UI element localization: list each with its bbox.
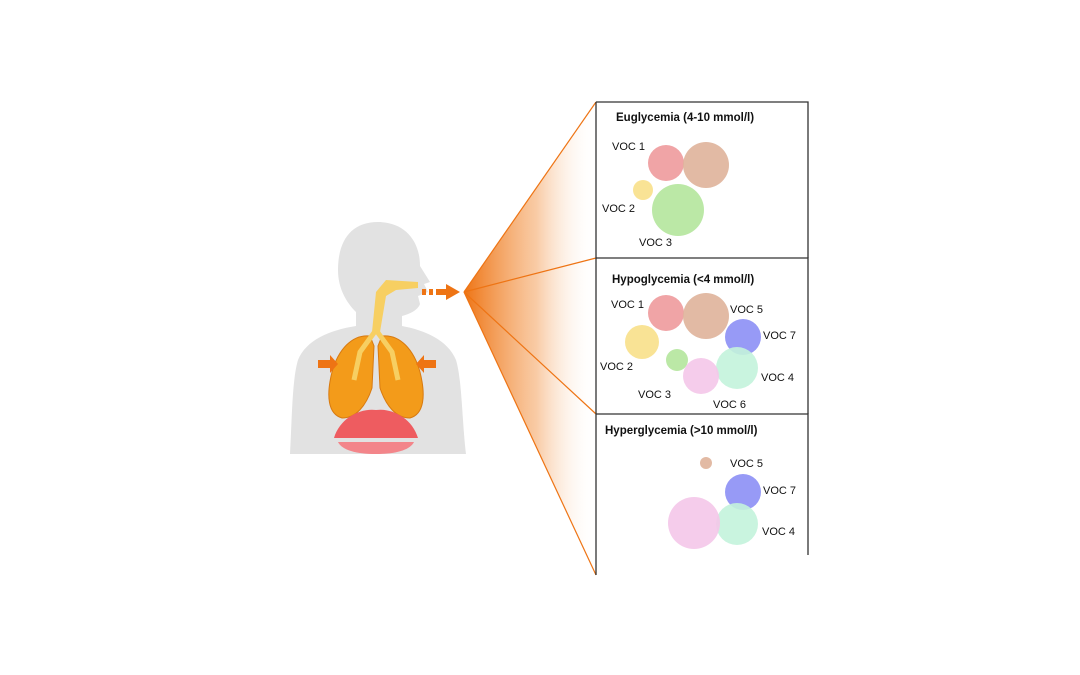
panel-title: Hypoglycemia (<4 mmol/l)	[612, 274, 754, 286]
voc-label: VOC 1	[611, 299, 644, 311]
voc-label: VOC 4	[761, 372, 794, 384]
airway-trachea	[372, 280, 418, 332]
voc3-bubble	[666, 349, 688, 371]
diaphragm-lower	[338, 442, 414, 454]
beam-mid-edge-1	[463, 257, 597, 293]
voc2-bubble	[633, 180, 653, 200]
voc3-bubble	[652, 184, 704, 236]
beam-top-edge	[463, 101, 597, 293]
voc-label: VOC 5	[730, 458, 763, 470]
panel-title: Euglycemia (4-10 mmol/l)	[616, 112, 754, 124]
voc7-bubble	[725, 319, 761, 355]
voc-label: VOC 2	[600, 361, 633, 373]
panel-euglycemia: Euglycemia (4-10 mmol/l) VOC 1 VOC 2 VOC…	[602, 112, 754, 249]
left-lung	[328, 335, 375, 419]
voc1-bubble	[648, 295, 684, 331]
beam-bottom-edge	[463, 291, 597, 576]
breath-beam	[463, 101, 597, 576]
voc-label: VOC 2	[602, 203, 635, 215]
panel-hypoglycemia: Hypoglycemia (<4 mmol/l) VOC 1 VOC 5 VOC…	[600, 274, 796, 411]
panels-frame	[595, 101, 809, 575]
bronchi	[351, 328, 401, 381]
voc-label: VOC 7	[763, 330, 796, 342]
right-lung	[377, 335, 424, 419]
diaphragm	[334, 409, 418, 438]
inhale-arrow-right-icon	[416, 355, 436, 373]
voc-label: VOC 4	[762, 526, 795, 538]
voc1-bubble	[648, 145, 684, 181]
human-torso-figure	[290, 222, 466, 454]
voc-label: VOC 3	[639, 237, 672, 249]
voc-bubbles	[633, 142, 729, 236]
beam-mid-edge-2	[463, 291, 597, 415]
voc-label: VOC 6	[713, 399, 746, 411]
voc7-bubble	[725, 474, 761, 510]
voc2-bubble	[625, 325, 659, 359]
exhale-arrow-icon	[422, 284, 460, 300]
voc4-bubble	[716, 503, 758, 545]
voc5-bubble	[683, 142, 729, 188]
voc-label: VOC 1	[612, 141, 645, 153]
voc4-bubble	[716, 347, 758, 389]
inhale-arrow-left-icon	[318, 355, 338, 373]
voc5-bubble	[700, 457, 712, 469]
voc6-bubble	[683, 358, 719, 394]
voc6-bubble	[668, 497, 720, 549]
voc-bubbles	[625, 293, 761, 394]
panel-title: Hyperglycemia (>10 mmol/l)	[605, 425, 758, 437]
voc-label: VOC 7	[763, 485, 796, 497]
voc-label: VOC 3	[638, 389, 671, 401]
voc5-bubble	[683, 293, 729, 339]
voc-label: VOC 5	[730, 304, 763, 316]
voc-bubbles	[668, 457, 761, 549]
panel-hyperglycemia: Hyperglycemia (>10 mmol/l) VOC 5 VOC 7 V…	[605, 425, 796, 549]
